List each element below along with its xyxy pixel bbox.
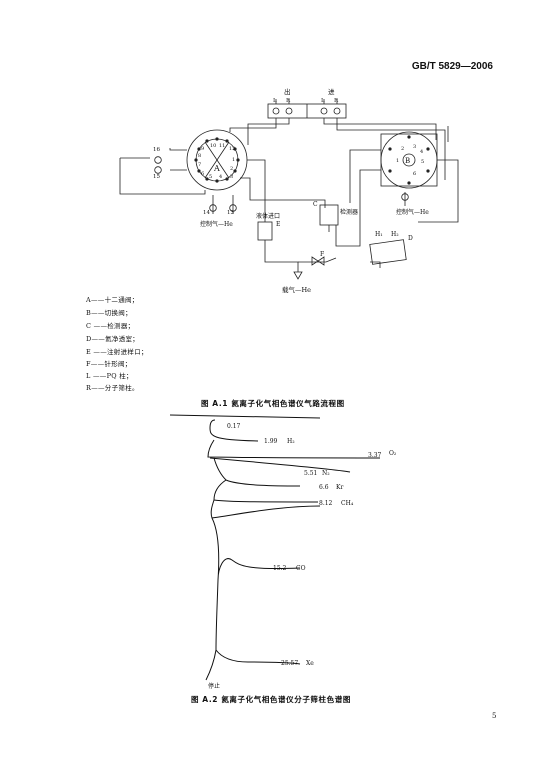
label-16: 16 [153,147,160,153]
label-15: 15 [153,174,160,180]
port-a-label: 3 [230,174,233,180]
label-F: F [320,251,324,258]
legend-item: B——切换阀； [86,309,132,317]
helium-purifier [369,239,407,265]
label-H1: H₁ [375,231,383,238]
port-b-label: 3 [413,144,416,150]
port-a-label: 4 [219,174,222,180]
peak-name: CH₄ [341,500,354,507]
peak-rt: 25.57 [281,660,298,667]
port-b-label: 4 [420,149,423,155]
peak-rt: 5.51 [304,470,317,477]
label-ctrl-gas-left: 控制气—He [200,220,233,228]
peak-name: Xe [306,660,314,667]
port-a-label: 8 [198,153,201,159]
label-D: D [408,235,413,242]
label-ctrl-gas-right: 控制气—He [396,208,429,216]
label-valve-a: A [213,164,220,173]
peak-name: O₂ [389,450,397,457]
label-C: C [313,201,318,208]
port-b-label: 5 [421,159,424,165]
label-R2: R [334,98,339,104]
legend-item: C ——检测器； [86,322,135,330]
peak-name: N₂ [322,470,330,477]
legend-item: F——针形阀； [86,360,132,368]
label-E: E [276,221,280,228]
label-in: 进 [328,88,335,96]
port-b-label: 2 [401,146,404,152]
port-b-label: 6 [413,171,416,177]
legend-item: A——十二通阀； [86,296,139,304]
peak-rt: 0.17 [227,423,241,430]
label-liquid-inlet: 液体进口 [256,212,280,220]
legend-item: D——氦净透室； [86,335,140,343]
label-13: 13 [227,210,234,216]
port-a-label: 12 [229,146,235,152]
port-a-label: 5 [209,174,212,180]
legend-item: L ——PQ 柱； [86,372,133,380]
label-R1: R [286,98,291,104]
label-out: 出 [284,87,291,96]
peak-rt: 6.6 [319,484,329,491]
legend-item: R——分子筛柱。 [86,384,139,392]
peak-rt: 15.2 [273,565,287,572]
injection-port [257,221,273,241]
figure-a1-caption: 图 A.1 氦离子化气相色谱仪气路流程图 [201,399,345,408]
figure-a2-caption: 图 A.2 氦离子化气相色谱仪分子筛柱色谱图 [191,695,351,704]
page-number: 5 [492,712,497,720]
label-L2: L [321,98,325,104]
port-a-label: 2 [230,166,233,172]
port-a-label: 1 [232,157,235,163]
label-14: 14 [203,210,210,216]
peak-name: Kr [336,484,343,491]
label-carrier-gas: 载气—He [282,285,311,294]
port-a-label: 11 [219,143,225,149]
standard-number: GB/T 5829—2006 [411,61,493,72]
peak-rt: 1.99 [264,438,278,445]
peak-name: CO [296,565,306,572]
peak-rt: 3.37 [368,452,382,459]
label-valve-b: B [405,157,410,165]
gas-flow-diagram: 出 进 L R L R A B 16 15 14 13 控制气—He 控制气—H… [119,87,459,294]
label-detector: 检测器 [340,208,358,216]
port-a-label: 10 [210,143,216,149]
detector-box [319,204,339,226]
port-a-label: 7 [198,162,201,168]
peak-name: H₂ [287,438,295,445]
port-a-label: 9 [201,146,204,152]
stop-label: 停止 [208,682,220,690]
chromatogram: 0.17 1.99 H₂ 3.37 O₂ 5.51 N₂ 6.6 Kr 8.12… [169,414,397,690]
label-L1: L [273,98,277,104]
label-H2: H₂ [391,231,399,238]
port-b-label: 1 [396,158,399,164]
peak-rt: 8.12 [319,500,333,507]
legend-item: E ——注射进样口； [86,348,148,356]
port-a-label: 6 [201,171,204,177]
